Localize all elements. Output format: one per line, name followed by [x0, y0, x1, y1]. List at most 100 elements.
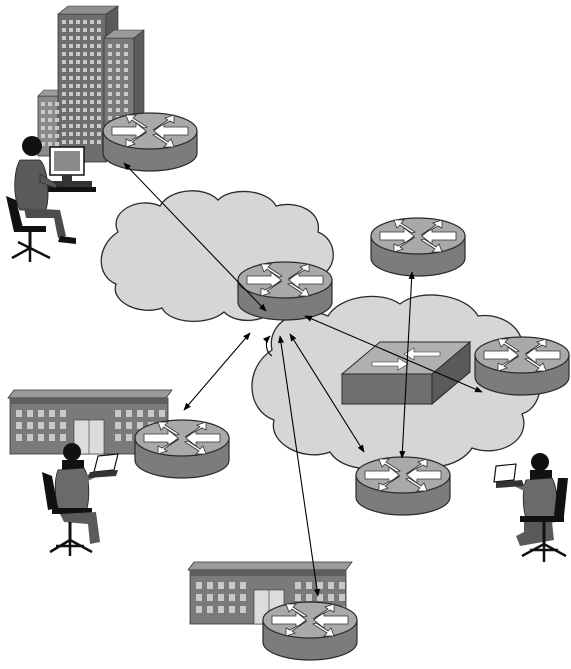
- window: [97, 132, 101, 136]
- window: [48, 102, 52, 106]
- window: [137, 422, 143, 429]
- window: [16, 422, 22, 429]
- window: [90, 116, 94, 120]
- window: [97, 84, 101, 88]
- window: [229, 594, 235, 601]
- window: [218, 594, 224, 601]
- window: [55, 102, 59, 106]
- window: [126, 434, 132, 441]
- window: [90, 132, 94, 136]
- mobile-user-laptop-icon: [42, 443, 119, 556]
- window: [196, 606, 202, 613]
- window: [60, 422, 66, 429]
- window: [124, 68, 128, 72]
- window: [97, 124, 101, 128]
- window: [83, 124, 87, 128]
- window: [69, 36, 73, 40]
- window: [38, 434, 44, 441]
- window: [55, 110, 59, 114]
- window: [108, 108, 112, 112]
- window: [55, 134, 59, 138]
- window: [218, 582, 224, 589]
- window: [108, 52, 112, 56]
- window: [97, 92, 101, 96]
- window: [97, 140, 101, 144]
- window: [76, 36, 80, 40]
- window: [97, 108, 101, 112]
- window: [90, 92, 94, 96]
- window: [48, 118, 52, 122]
- window: [90, 84, 94, 88]
- link-core-router-right: [304, 315, 483, 393]
- window: [76, 92, 80, 96]
- window: [116, 108, 120, 112]
- window: [76, 68, 80, 72]
- window: [137, 410, 143, 417]
- window: [97, 100, 101, 104]
- window: [116, 68, 120, 72]
- window: [116, 100, 120, 104]
- window: [49, 410, 55, 417]
- window: [49, 422, 55, 429]
- window: [115, 410, 121, 417]
- window: [38, 422, 44, 429]
- window: [116, 44, 120, 48]
- window: [55, 142, 59, 146]
- window: [48, 126, 52, 130]
- window: [62, 92, 66, 96]
- window: [83, 100, 87, 104]
- window: [83, 68, 87, 72]
- window: [48, 134, 52, 138]
- window: [295, 594, 301, 601]
- window: [108, 100, 112, 104]
- window: [108, 116, 112, 120]
- window: [108, 92, 112, 96]
- window: [62, 28, 66, 32]
- window: [90, 60, 94, 64]
- window: [240, 582, 246, 589]
- window: [207, 594, 213, 601]
- window: [229, 582, 235, 589]
- window: [69, 84, 73, 88]
- window: [48, 142, 52, 146]
- window: [97, 28, 101, 32]
- window: [90, 20, 94, 24]
- window: [83, 44, 87, 48]
- window: [90, 100, 94, 104]
- router-icon: [134, 419, 230, 479]
- window: [41, 110, 45, 114]
- window: [240, 606, 246, 613]
- window: [62, 132, 66, 136]
- window: [116, 52, 120, 56]
- window: [62, 84, 66, 88]
- window: [76, 52, 80, 56]
- router-icon: [262, 601, 358, 661]
- window: [62, 36, 66, 40]
- window: [62, 68, 66, 72]
- window: [339, 594, 345, 601]
- window: [116, 60, 120, 64]
- window: [97, 36, 101, 40]
- window: [69, 60, 73, 64]
- router-icon: [370, 217, 466, 277]
- window: [69, 44, 73, 48]
- window: [27, 422, 33, 429]
- window: [27, 434, 33, 441]
- window: [317, 594, 323, 601]
- window: [41, 118, 45, 122]
- window: [229, 606, 235, 613]
- window: [62, 140, 66, 144]
- window: [90, 44, 94, 48]
- user-at-workstation-icon: [6, 136, 96, 262]
- window: [116, 84, 120, 88]
- window: [76, 76, 80, 80]
- window: [76, 108, 80, 112]
- window: [90, 28, 94, 32]
- window: [97, 68, 101, 72]
- window: [76, 60, 80, 64]
- window: [76, 84, 80, 88]
- window: [62, 76, 66, 80]
- window: [306, 582, 312, 589]
- window: [83, 60, 87, 64]
